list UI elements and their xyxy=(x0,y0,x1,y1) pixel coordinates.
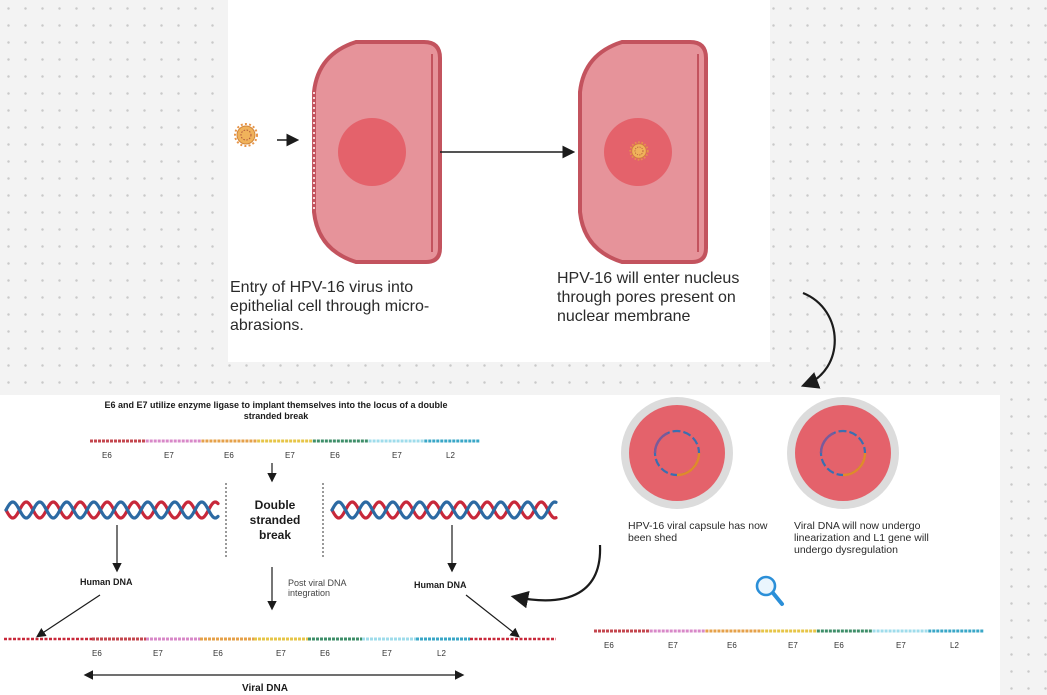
nucleus-capsule-shed xyxy=(621,397,733,509)
gene-label: E6 xyxy=(224,451,234,460)
step1-caption: Entry of HPV-16 virus into epithelial ce… xyxy=(230,279,430,334)
nucleus-1 xyxy=(338,118,406,186)
post-integration-label: Post viral DNA integration xyxy=(288,578,347,598)
arrow-diag-left xyxy=(35,594,101,638)
curved-arrow-down xyxy=(800,291,836,389)
break-label: Double stranded break xyxy=(249,498,301,542)
epithelial-cell-1 xyxy=(312,40,442,264)
integration-title: E6 and E7 utilize enzyme ligase to impla… xyxy=(104,400,448,421)
gene-label: L2 xyxy=(437,649,446,658)
gene-label: L2 xyxy=(950,641,959,650)
gene-label: E6 xyxy=(92,649,102,658)
gene-label: E7 xyxy=(276,649,286,658)
gene-label: E7 xyxy=(285,451,295,460)
step3-caption: HPV-16 viral capsule has now been shed xyxy=(628,520,768,544)
magnifier-icon xyxy=(755,575,784,606)
gene-label: L2 xyxy=(446,451,455,460)
viral-dna-label: Viral DNA xyxy=(242,683,288,694)
gene-label: E6 xyxy=(727,641,737,650)
step4-caption: Viral DNA will now undergo linearization… xyxy=(794,520,929,556)
human-dna-helix-right xyxy=(330,500,558,520)
human-dna-right-label: Human DNA xyxy=(414,580,467,590)
nucleus-linearization xyxy=(787,397,899,509)
gene-label: E6 xyxy=(330,451,340,460)
arrow-diag-right xyxy=(465,594,520,638)
gene-label: E7 xyxy=(382,649,392,658)
human-dna-helix-left xyxy=(4,500,220,520)
gene-label: E7 xyxy=(392,451,402,460)
gene-label: E7 xyxy=(164,451,174,460)
gene-label: E6 xyxy=(604,641,614,650)
gene-label: E6 xyxy=(834,641,844,650)
epithelial-cell-2 xyxy=(578,40,708,264)
curved-arrow-left xyxy=(510,544,602,609)
step2-caption: HPV-16 will enter nucleus through pores … xyxy=(557,270,740,325)
gene-label: E7 xyxy=(788,641,798,650)
gene-label: E7 xyxy=(896,641,906,650)
human-dna-left-label: Human DNA xyxy=(80,577,133,587)
gene-label: E7 xyxy=(153,649,163,658)
gene-label: E7 xyxy=(668,641,678,650)
gene-label: E6 xyxy=(102,451,112,460)
integration-panel xyxy=(0,395,580,695)
gene-label: E6 xyxy=(320,649,330,658)
gene-label: E6 xyxy=(213,649,223,658)
